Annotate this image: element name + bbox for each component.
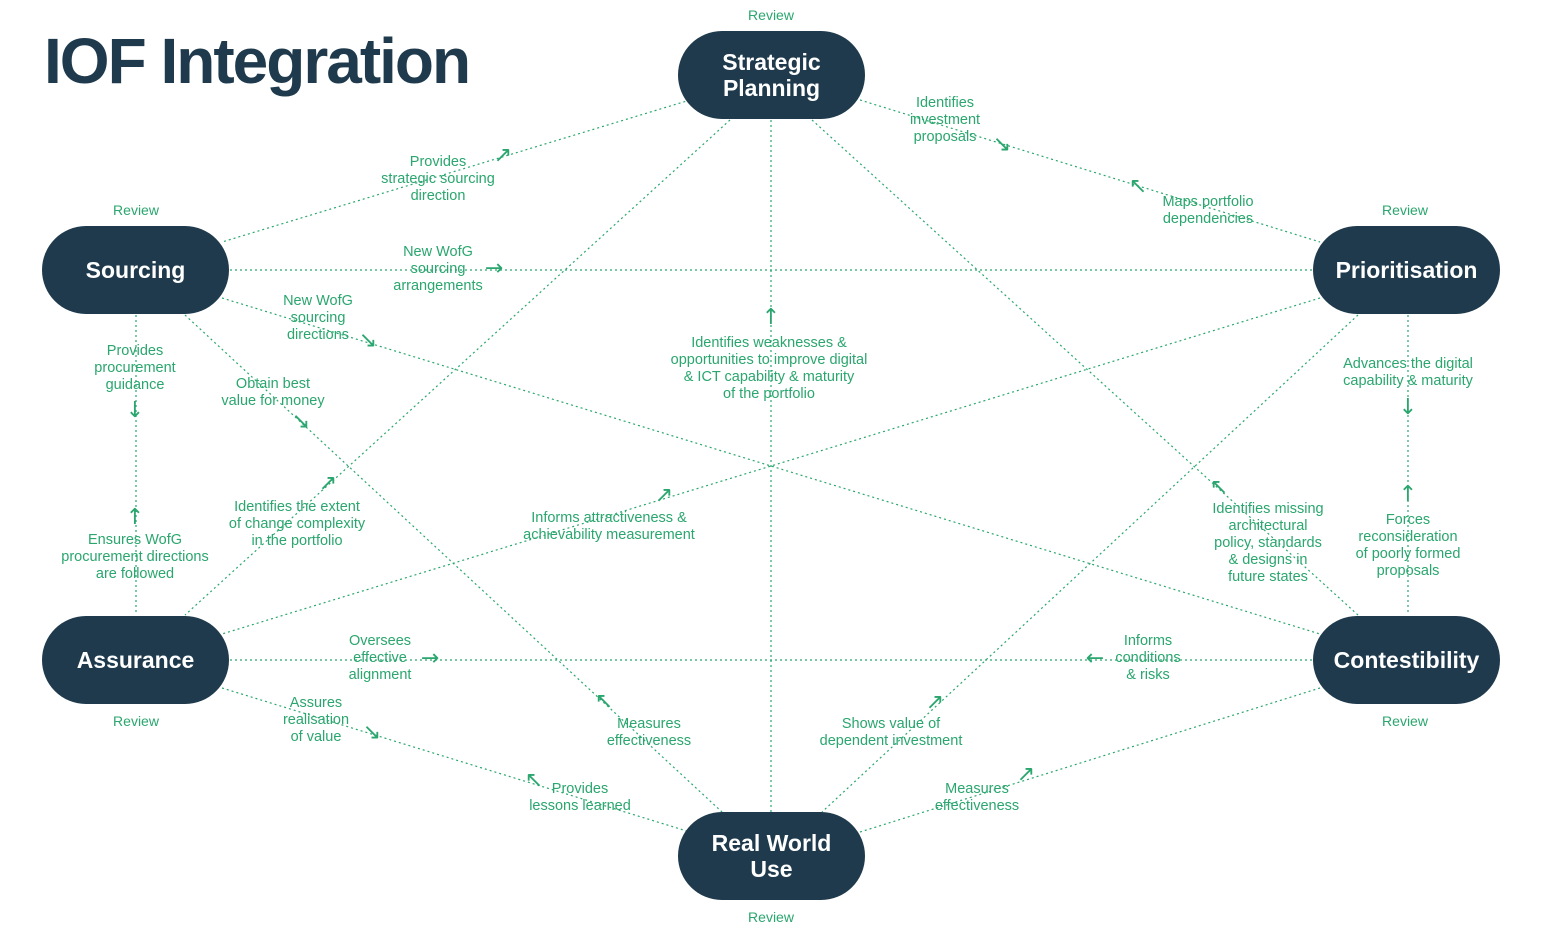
node-real-world-use: Real World Use [678,812,865,900]
arrow-down-right-icon: ↘ [291,409,311,434]
label-ensures-wofg: Ensures WofG procurement directions are … [61,532,209,582]
label-provides-lessons: Provides lessons learned [529,781,631,814]
node-sourcing: Sourcing [42,226,229,314]
node-assurance: Assurance [42,616,229,704]
node-strategic-planning: Strategic Planning [678,31,865,119]
label-identifies-weaknesses: Identifies weaknesses & opportunities to… [670,335,868,402]
review-label-assurance: Review [113,713,159,729]
label-oversees-alignment: Oversees effective alignment [348,633,412,683]
label-identifies-extent: Identifies the extent of change complexi… [228,499,366,549]
label-informs-conditions: Informs conditions & risks [1115,633,1181,683]
label-provides-strategic-sourcing: Provides strategic sourcing direction [381,154,495,204]
edge-strategic-prioritisation [859,99,1321,243]
label-measures-effectiveness-right: Measures effectiveness [934,781,1020,814]
arrow-up-icon: ↑ [125,505,145,530]
label-new-wofg-directions: New WofG sourcing directions [283,293,353,343]
label-forces-reconsideration: Forces reconsideration of poorly formed … [1355,512,1461,579]
node-prioritisation: Prioritisation [1313,226,1500,314]
edge-contestibility-realworld [859,687,1321,833]
arrow-down-icon: ↓ [125,398,145,423]
label-obtain-best-value: Obtain best value for money [221,376,325,409]
arrow-down-right-icon: ↘ [992,132,1012,157]
label-maps-portfolio: Maps portfolio dependencies [1162,194,1254,227]
label-informs-attractiveness: Informs attractiveness & achievability m… [523,510,695,543]
label-identifies-investment: Identifies investment proposals [909,95,981,145]
edge-prioritisation-realworld [821,314,1359,813]
review-label-prioritisation: Review [1382,202,1428,218]
arrow-up-left-icon: ↖ [594,689,614,714]
arrow-up-right-icon: ↗ [925,690,945,715]
arrow-up-right-icon: ↗ [318,471,338,496]
arrow-up-icon: ↑ [761,305,781,330]
review-label-sourcing: Review [113,202,159,218]
review-label-strategic: Review [748,7,794,23]
arrow-left-icon: ← [1085,646,1105,671]
label-measures-effectiveness-left: Measures effectiveness [606,716,692,749]
label-identifies-missing: Identifies missing architectural policy,… [1212,501,1324,585]
arrow-up-right-icon: ↗ [493,143,513,168]
arrow-down-icon: ↓ [1398,395,1418,420]
edge-sourcing-contestibility [221,297,1321,635]
arrow-down-right-icon: ↘ [358,328,378,353]
page-title: IOF Integration [44,25,471,97]
review-label-contestibility: Review [1382,713,1428,729]
edge-assurance-realworld [221,687,691,833]
arrow-up-left-icon: ↖ [524,768,544,793]
arrow-up-right-icon: ↗ [1016,762,1036,787]
node-contestibility: Contestibility [1313,616,1500,704]
arrow-up-icon: ↑ [1398,482,1418,507]
arrow-up-right-icon: ↗ [654,483,674,508]
label-new-wofg-arrangements: New WofG sourcing arrangements [393,244,483,294]
arrow-up-left-icon: ↖ [1128,174,1148,199]
arrow-right-icon: → [484,256,504,281]
edge-prioritisation-assurance [221,297,1321,635]
edge-strategic-sourcing [221,99,691,243]
review-label-realworld: Review [748,909,794,925]
arrow-down-right-icon: ↘ [362,720,382,745]
arrow-up-left-icon: ↖ [1209,475,1229,500]
label-provides-procurement: Provides procurement guidance [94,343,176,393]
label-shows-value: Shows value of dependent investment [819,716,963,749]
arrow-right-icon: → [420,646,440,671]
label-advances-digital: Advances the digital capability & maturi… [1343,356,1473,389]
label-assures-realisation: Assures realisation of value [282,695,350,745]
